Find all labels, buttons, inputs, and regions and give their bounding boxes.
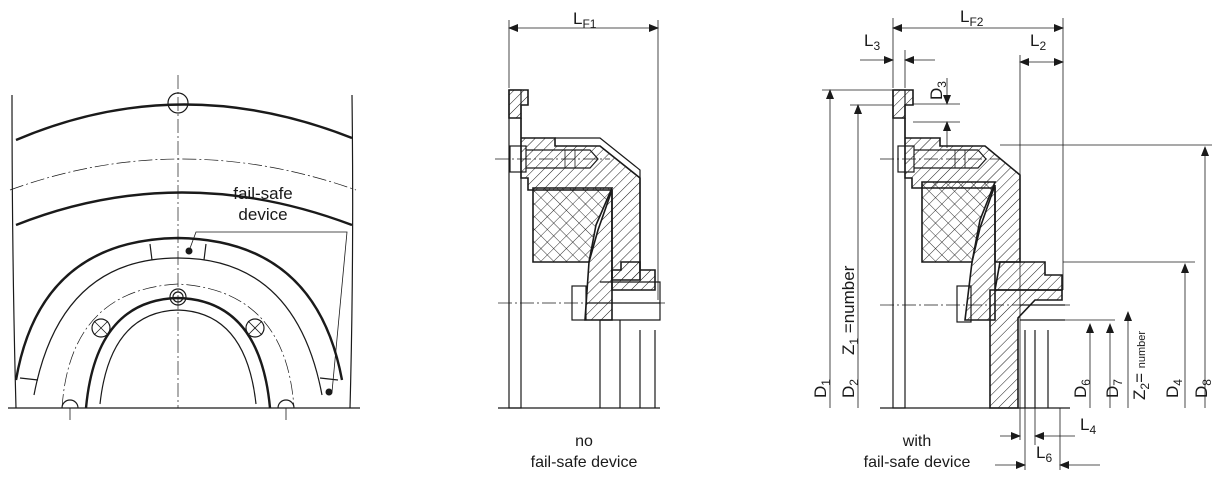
bolt-hole-crossed — [91, 318, 111, 338]
fail-safe-leader — [188, 231, 348, 393]
dim-z2: Z2= number — [1130, 331, 1152, 400]
dim-d4: D4 — [1163, 379, 1185, 398]
hub-outer-ring — [14, 236, 344, 381]
hub-flange — [611, 261, 656, 291]
dim-z1: Z1 =number — [839, 265, 861, 355]
bolt-hole-half — [277, 399, 295, 409]
hub-body — [600, 281, 661, 321]
housing-shell — [555, 137, 641, 280]
flange-plate — [508, 89, 522, 409]
bolt-hole-crossed — [245, 318, 265, 338]
segment-line — [203, 243, 207, 261]
bolt-shank — [526, 149, 599, 169]
fail-safe-label-1: fail-safe — [233, 184, 293, 203]
elastomer-element — [921, 181, 997, 263]
hub-web — [584, 189, 613, 321]
hub-walls — [1024, 330, 1049, 408]
fail-safe-label-2: device — [238, 205, 287, 224]
front-view: fail-safe device — [8, 75, 360, 420]
inner-bolt-circle — [61, 283, 295, 409]
elastomer-element — [532, 187, 614, 263]
dim-l4: L4 — [1080, 415, 1096, 437]
hub-body — [989, 289, 1063, 409]
flange-lug — [508, 89, 529, 119]
dim-l2: L2 — [1030, 31, 1046, 53]
front-view-left-edge — [11, 94, 17, 409]
dim-d7: D7 — [1103, 379, 1125, 398]
top-bolt-hole — [167, 92, 189, 114]
segment-line — [19, 377, 39, 381]
hub-bore — [99, 309, 257, 405]
hub-flange — [994, 261, 1063, 291]
caption-no-line1: no — [575, 433, 593, 450]
outer-arc — [15, 103, 353, 142]
segment-line — [149, 243, 153, 261]
hub-walls — [599, 320, 656, 408]
dim-d1: D1 — [811, 379, 833, 398]
bolt-circle-arc — [9, 158, 357, 191]
dim-lf2: LF2 — [960, 7, 984, 29]
flange-lug — [892, 89, 914, 119]
hub-inner-ring — [33, 257, 323, 396]
segment-line — [319, 377, 339, 381]
dim-d6: D6 — [1071, 379, 1093, 398]
section-no-failsafe: LF1 no fail-safe device — [495, 9, 665, 471]
bolt-hole — [172, 291, 184, 303]
hub-web — [964, 184, 996, 321]
fail-safe-dot — [325, 388, 333, 396]
bolt-hole-half — [61, 399, 79, 409]
bolt-hole — [169, 288, 187, 306]
section-with-failsafe: LF2 L3 L2 D3 D1 D2 Z1 =number D6 D7 Z2= … — [811, 7, 1214, 471]
dim-l3: L3 — [864, 31, 880, 53]
dim-l6: L6 — [1036, 443, 1052, 465]
caption-with-line1: with — [902, 433, 931, 450]
dim-d8: D8 — [1192, 379, 1214, 398]
dim-lf1: LF1 — [573, 9, 597, 31]
caption-no-line2: fail-safe device — [531, 454, 638, 471]
dim-d2: D2 — [839, 379, 861, 398]
caption-with-line2: fail-safe device — [864, 454, 971, 471]
flange-plate — [892, 89, 906, 409]
dim-d3: D3 — [927, 81, 949, 100]
hub-nut — [956, 285, 972, 323]
inner-arc — [15, 191, 353, 227]
front-view-right-edge — [349, 94, 354, 409]
hub-collar — [84, 296, 272, 409]
